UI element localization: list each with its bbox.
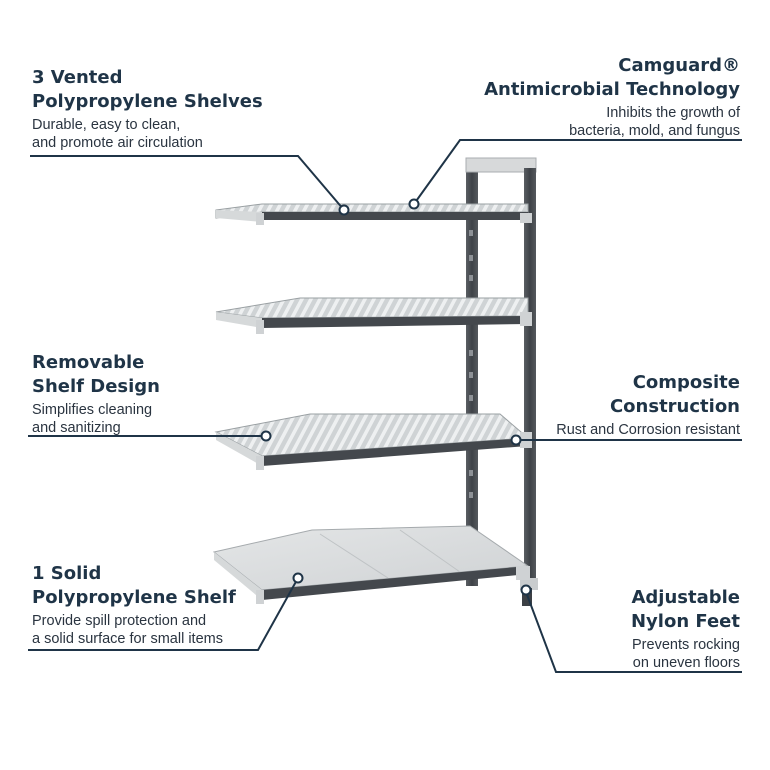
callout-description: Inhibits the growth of bacteria, mold, a… (484, 104, 740, 140)
title-line: Composite (632, 372, 740, 393)
title-line: Polypropylene Shelf (32, 587, 236, 608)
callout-composite: Composite Construction Rust and Corrosio… (556, 371, 740, 439)
description-line: and sanitizing (32, 420, 121, 436)
callout-title: 1 Solid Polypropylene Shelf (32, 562, 236, 610)
callout-vented-shelves: 3 Vented Polypropylene Shelves Durable, … (32, 66, 263, 152)
title-line: Shelf Design (32, 376, 160, 397)
leader-dot-nylon (520, 584, 532, 596)
callout-camguard: Camguard® Antimicrobial Technology Inhib… (484, 54, 740, 140)
leader-dots (260, 198, 532, 596)
title-line: Antimicrobial Technology (484, 79, 740, 100)
callout-title: Composite Construction (556, 371, 740, 419)
title-line: Camguard® (618, 55, 740, 76)
vented-shelf-3 (214, 413, 532, 470)
description-line: a solid surface for small items (32, 631, 223, 647)
callout-description: Durable, easy to clean, and promote air … (32, 116, 263, 152)
description-line: Durable, easy to clean, (32, 117, 181, 133)
description-line: Provide spill protection and (32, 613, 207, 629)
vented-shelf-2 (215, 297, 532, 334)
callout-description: Simplifies cleaning and sanitizing (32, 401, 160, 437)
leader-dot-vented (338, 204, 350, 216)
callout-description: Provide spill protection and a solid sur… (32, 612, 236, 648)
callout-title: Camguard® Antimicrobial Technology (484, 54, 740, 102)
description-line: and promote air circulation (32, 135, 203, 151)
description-line: Rust and Corrosion resistant (556, 422, 740, 438)
callout-solid-shelf: 1 Solid Polypropylene Shelf Provide spil… (32, 562, 236, 648)
description-line: bacteria, mold, and fungus (569, 123, 740, 139)
vented-shelf-1 (215, 203, 532, 225)
leader-lines (28, 139, 742, 673)
callout-title: Removable Shelf Design (32, 351, 160, 399)
leader-dot-solid (292, 572, 304, 584)
description-line: Simplifies cleaning (32, 402, 153, 418)
title-line: Adjustable (631, 587, 740, 608)
description-line: Prevents rocking (632, 637, 740, 653)
title-line: 3 Vented (32, 67, 123, 88)
callout-description: Rust and Corrosion resistant (556, 421, 740, 439)
rear-post (465, 157, 537, 586)
leader-dot-removable (260, 430, 272, 442)
title-line: Construction (609, 396, 740, 417)
leader-line-nylon (525, 591, 742, 673)
leader-line-solid (28, 577, 299, 651)
callout-description: Prevents rocking on uneven floors (631, 636, 740, 672)
title-line: Polypropylene Shelves (32, 91, 263, 112)
callout-nylon-feet: Adjustable Nylon Feet Prevents rocking o… (631, 586, 740, 672)
callout-title: Adjustable Nylon Feet (631, 586, 740, 634)
description-line: on uneven floors (632, 655, 740, 671)
leader-dot-camguard (408, 198, 420, 210)
solid-shelf (212, 525, 530, 604)
leader-line-camguard (413, 139, 742, 205)
title-line: Nylon Feet (630, 611, 740, 632)
title-line: 1 Solid (32, 563, 102, 584)
front-post (520, 168, 538, 590)
leader-dot-composite (510, 434, 522, 446)
title-line: Removable (32, 352, 145, 373)
callout-removable: Removable Shelf Design Simplifies cleani… (32, 351, 160, 437)
callout-title: 3 Vented Polypropylene Shelves (32, 66, 263, 114)
leader-line-vented (30, 155, 345, 211)
description-line: Inhibits the growth of (606, 105, 740, 121)
